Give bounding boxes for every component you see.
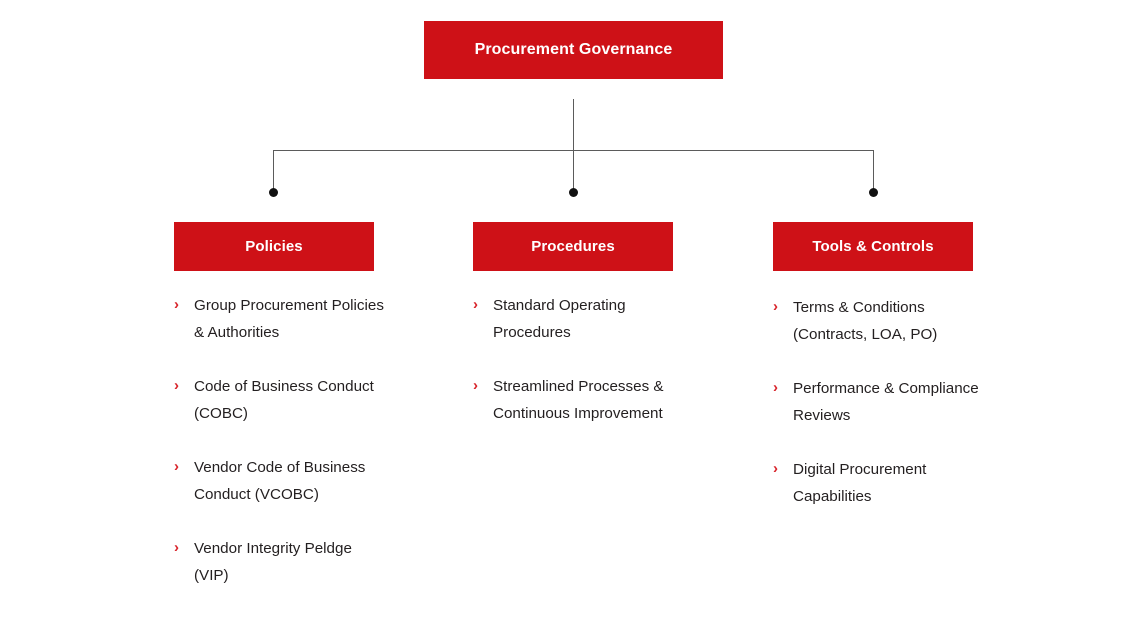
list-item-label: Terms & Conditions (Contracts, LOA, PO) xyxy=(793,299,938,344)
connector-dot-policies xyxy=(269,188,278,197)
chevron-right-icon: › xyxy=(473,296,478,313)
bullet-list-procedures: › Standard Operating Procedures › Stream… xyxy=(473,292,688,427)
list-item-label: Vendor Code of Business Conduct (VCOBC) xyxy=(194,459,366,504)
list-item[interactable]: › Performance & Compliance Reviews xyxy=(773,375,993,429)
chevron-right-icon: › xyxy=(174,458,179,476)
list-item-label: Performance & Compliance Reviews xyxy=(793,380,979,425)
list-item-label: Vendor Integrity Peldge (VIP) xyxy=(194,540,352,585)
list-item[interactable]: › Vendor Integrity Peldge (VIP) xyxy=(174,535,389,589)
list-item[interactable]: › Terms & Conditions (Contracts, LOA, PO… xyxy=(773,294,993,348)
root-node-label: Procurement Governance xyxy=(474,41,673,59)
branch-node-label: Tools & Controls xyxy=(812,237,934,255)
list-item-label: Digital Procurement Capabilities xyxy=(793,461,927,506)
connector-drop-line-policies xyxy=(273,150,274,191)
chevron-right-icon: › xyxy=(773,460,778,478)
chevron-right-icon: › xyxy=(473,377,478,395)
list-item-label: Group Procurement Policies & Authorities xyxy=(194,297,384,342)
chevron-right-icon: › xyxy=(773,298,778,315)
chevron-right-icon: › xyxy=(174,539,179,557)
list-item[interactable]: › Digital Procurement Capabilities xyxy=(773,456,993,510)
connector-drop-line-tools-controls xyxy=(873,150,874,191)
connector-trunk-line xyxy=(573,99,574,151)
branch-node-tools-controls[interactable]: Tools & Controls xyxy=(773,222,973,271)
list-item[interactable]: › Group Procurement Policies & Authoriti… xyxy=(174,292,389,346)
list-item[interactable]: › Standard Operating Procedures xyxy=(473,292,688,346)
bullet-list-tools-controls: › Terms & Conditions (Contracts, LOA, PO… xyxy=(773,294,993,510)
list-item-label: Streamlined Processes & Continuous Impro… xyxy=(493,378,664,423)
connector-dot-tools-controls xyxy=(869,188,878,197)
list-item[interactable]: › Code of Business Conduct (COBC) xyxy=(174,373,389,427)
chevron-right-icon: › xyxy=(174,377,179,395)
bullet-list-policies: › Group Procurement Policies & Authoriti… xyxy=(174,292,389,589)
connector-drop-line-procedures xyxy=(573,150,574,191)
list-item-label: Standard Operating Procedures xyxy=(493,297,626,342)
list-item[interactable]: › Vendor Code of Business Conduct (VCOBC… xyxy=(174,454,389,508)
chevron-right-icon: › xyxy=(174,296,179,313)
connector-dot-procedures xyxy=(569,188,578,197)
branch-node-procedures[interactable]: Procedures xyxy=(473,222,673,271)
branch-node-label: Procedures xyxy=(531,237,615,255)
chevron-right-icon: › xyxy=(773,379,778,397)
root-node-procurement-governance[interactable]: Procurement Governance xyxy=(424,21,723,79)
list-item[interactable]: › Streamlined Processes & Continuous Imp… xyxy=(473,373,688,427)
list-item-label: Code of Business Conduct (COBC) xyxy=(194,378,374,423)
branch-node-label: Policies xyxy=(245,237,303,255)
branch-node-policies[interactable]: Policies xyxy=(174,222,374,271)
